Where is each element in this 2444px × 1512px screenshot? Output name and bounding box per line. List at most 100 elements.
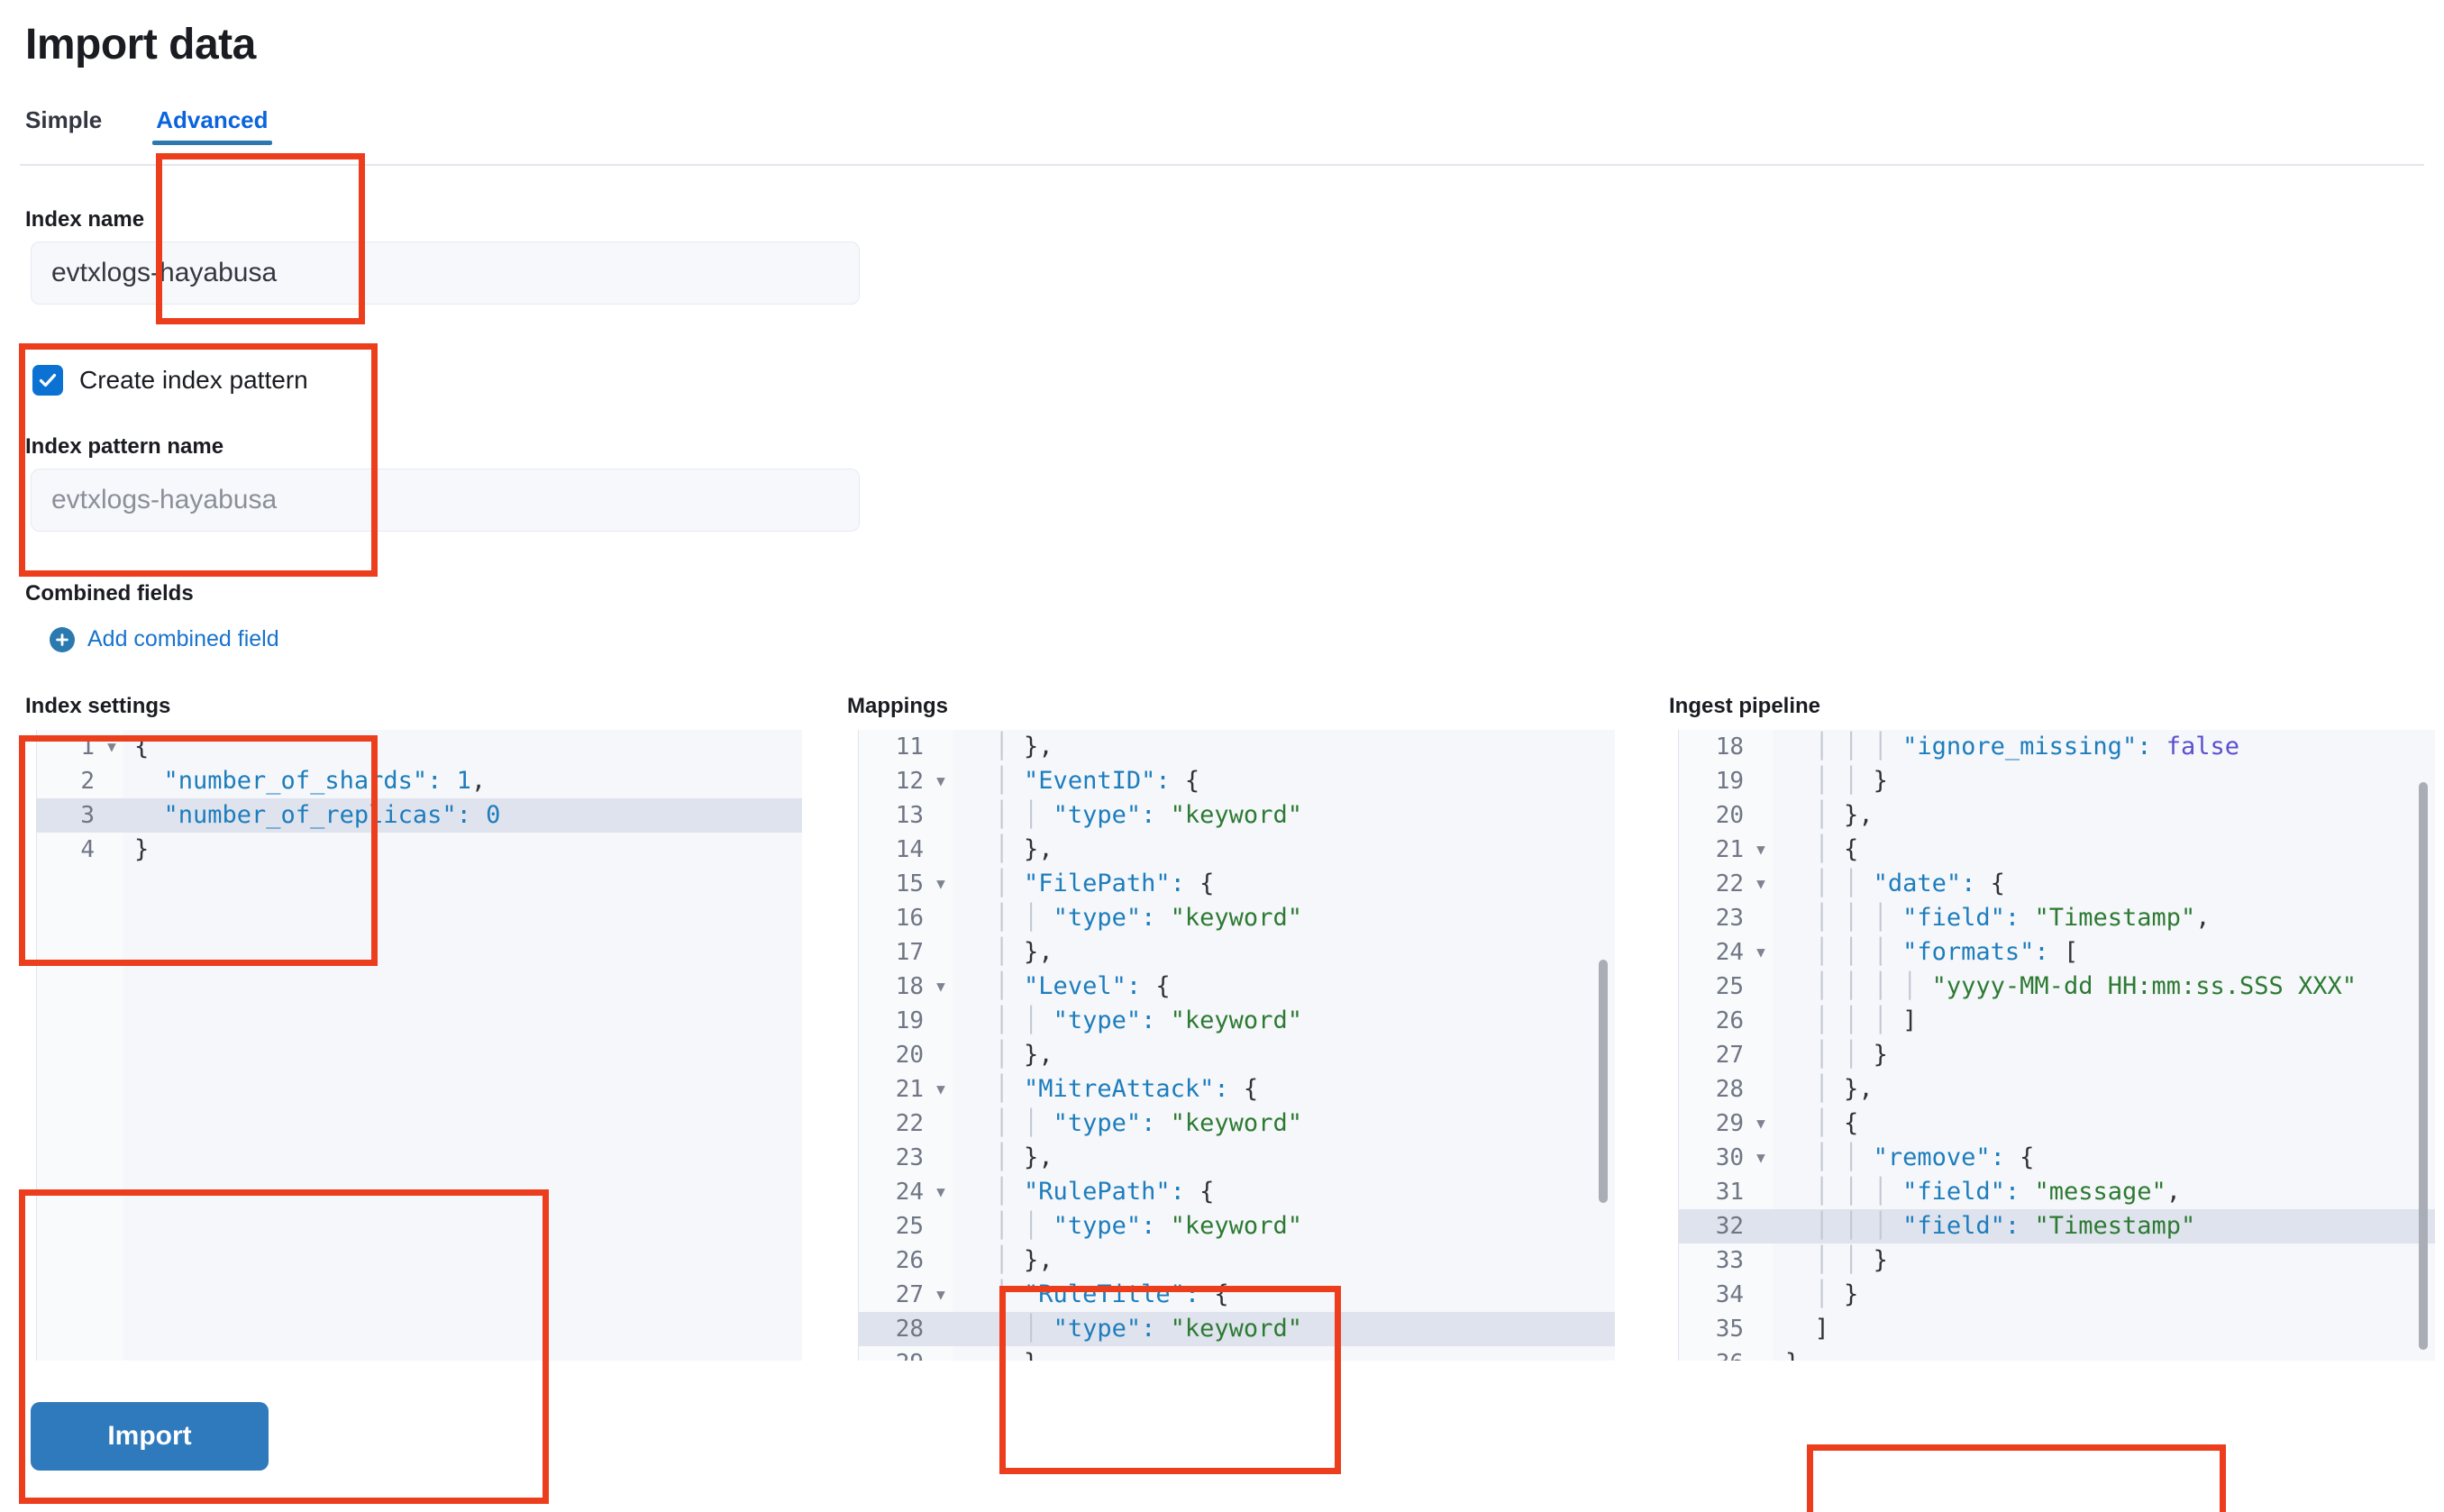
mappings-scrollbar-thumb[interactable] <box>1599 960 1608 1203</box>
fold-arrow-icon[interactable]: ▼ <box>1756 943 1765 961</box>
code-line[interactable]: 2 "number_of_shards": 1, <box>37 764 802 798</box>
code-line[interactable]: 25 │ │ "type": "keyword" <box>859 1209 1615 1243</box>
code-line[interactable]: 27▼ │ "RuleTitle": { <box>859 1278 1615 1312</box>
fold-arrow-icon[interactable]: ▼ <box>936 1080 945 1098</box>
line-number: 34 <box>1715 1281 1744 1308</box>
code-text: │ "RulePath": { <box>994 1178 1215 1206</box>
line-number: 21 <box>895 1076 924 1103</box>
code-line[interactable]: 26 │ }, <box>859 1243 1615 1278</box>
code-text: │ │ "type": "keyword" <box>994 801 1302 829</box>
fold-arrow-icon[interactable]: ▼ <box>1756 875 1765 892</box>
fold-arrow-icon[interactable]: ▼ <box>1756 841 1765 858</box>
code-line[interactable]: 21 ▼ │ { <box>1679 833 2435 867</box>
ingest-scrollbar-thumb[interactable] <box>2419 782 2428 1350</box>
code-line[interactable]: 24▼ │ │ │ "formats": [ <box>1679 935 2435 970</box>
code-line[interactable]: 35 ] <box>1679 1312 2435 1346</box>
code-line[interactable]: 36} <box>1679 1346 2435 1361</box>
code-line[interactable]: 33 │ │ } <box>1679 1243 2435 1278</box>
code-text: │ }, <box>965 1346 1053 1361</box>
mappings-editor[interactable]: 11 │ },12▼ │ "EventID": {13 │ │ "type": … <box>858 730 1615 1361</box>
index-name-input[interactable]: evtxlogs-hayabusa <box>31 241 860 305</box>
import-button[interactable]: Import <box>31 1402 269 1471</box>
code-text: "number_of_replicas": 0 <box>163 801 501 829</box>
create-index-pattern-label: Create index pattern <box>79 366 308 394</box>
line-number: 23 <box>1715 905 1744 932</box>
line-number: 27 <box>1715 1042 1744 1069</box>
checkmark-icon[interactable] <box>32 365 63 396</box>
code-line[interactable]: 1▼{ <box>37 730 802 764</box>
line-number: 28 <box>859 1312 929 1346</box>
code-text: │ { <box>1814 835 1859 863</box>
code-line[interactable]: 15▼ │ "FilePath": { <box>859 867 1615 901</box>
ingest-scrollbar[interactable] <box>2415 730 2431 1361</box>
code-line[interactable]: 20 │ }, <box>859 1038 1615 1072</box>
line-number: 19 <box>1715 768 1744 795</box>
line-number: 1 <box>80 733 95 761</box>
code-lines: 1▼{2 "number_of_shards": 1,3 "number_of_… <box>37 730 802 867</box>
code-line[interactable]: 29 │ }, <box>859 1346 1615 1361</box>
code-line[interactable]: 27 │ │ } <box>1679 1038 2435 1072</box>
combined-fields-label: Combined fields <box>25 581 194 606</box>
code-line[interactable]: 23 │ }, <box>859 1141 1615 1175</box>
code-line[interactable]: 29▼ │ { <box>1679 1107 2435 1141</box>
create-index-pattern-row[interactable]: Create index pattern <box>32 365 308 396</box>
line-number: 20 <box>1715 802 1744 829</box>
index-pattern-name-input[interactable]: evtxlogs-hayabusa <box>31 469 860 532</box>
code-line[interactable]: 28 │ }, <box>1679 1072 2435 1107</box>
fold-arrow-icon[interactable]: ▼ <box>936 1183 945 1200</box>
code-text: │ "Level": { <box>994 972 1171 1000</box>
code-line[interactable]: 26 │ │ │ ] <box>1679 1004 2435 1038</box>
tab-advanced[interactable]: Advanced <box>129 99 295 154</box>
code-line[interactable]: 31 │ │ │ "field": "message", <box>1679 1175 2435 1209</box>
code-line[interactable]: 21▼ │ "MitreAttack": { <box>859 1072 1615 1107</box>
fold-arrow-icon[interactable]: ▼ <box>1756 1115 1765 1132</box>
code-line[interactable]: 22 │ │ "type": "keyword" <box>859 1107 1615 1141</box>
code-text: │ │ │ "formats": [ <box>1814 938 2079 966</box>
fold-arrow-icon[interactable]: ▼ <box>936 978 945 995</box>
line-number: 15 <box>895 870 924 897</box>
code-line[interactable]: 28 │ │ "type": "keyword" <box>859 1312 1615 1346</box>
line-number: 25 <box>1715 973 1744 1000</box>
code-line[interactable]: 17 │ }, <box>859 935 1615 970</box>
mappings-scrollbar[interactable] <box>1595 730 1611 1361</box>
code-line[interactable]: 18 │ │ │ "ignore_missing": false <box>1679 730 2435 764</box>
gutter <box>37 730 123 1361</box>
fold-arrow-icon[interactable]: ▼ <box>936 772 945 789</box>
code-line[interactable]: 25 │ │ │ │ "yyyy-MM-dd HH:mm:ss.SSS XXX" <box>1679 970 2435 1004</box>
code-text: │ }, <box>994 835 1053 863</box>
code-line[interactable]: 13 │ │ "type": "keyword" <box>859 798 1615 833</box>
code-text: │ }, <box>994 938 1053 966</box>
code-line[interactable]: 19 │ │ "type": "keyword" <box>859 1004 1615 1038</box>
code-line[interactable]: 12▼ │ "EventID": { <box>859 764 1615 798</box>
code-line[interactable]: 24 ▼ │ "RulePath": { <box>859 1175 1615 1209</box>
line-number: 21 <box>1715 836 1744 863</box>
code-line[interactable]: 20 │ }, <box>1679 798 2435 833</box>
add-combined-field-link[interactable]: Add combined field <box>50 626 279 652</box>
code-line[interactable]: 23 │ │ │ "field": "Timestamp", <box>1679 901 2435 935</box>
fold-arrow-icon[interactable]: ▼ <box>107 738 116 755</box>
code-text: │ }, <box>1814 801 1874 829</box>
fold-arrow-icon[interactable]: ▼ <box>936 1286 945 1303</box>
tab-simple[interactable]: Simple <box>25 106 103 133</box>
code-text: │ │ │ "field": "Timestamp", <box>1814 904 2211 932</box>
fold-arrow-icon[interactable]: ▼ <box>1756 1149 1765 1166</box>
index-settings-editor[interactable]: 1▼{2 "number_of_shards": 1,3 "number_of_… <box>36 730 802 1361</box>
line-number: 24 <box>895 1179 924 1206</box>
code-line[interactable]: 16 │ │ "type": "keyword" <box>859 901 1615 935</box>
code-line[interactable]: 19 │ │ } <box>1679 764 2435 798</box>
line-number: 31 <box>1715 1179 1744 1206</box>
line-number: 32 <box>1679 1209 1749 1243</box>
code-line[interactable]: 34 │ } <box>1679 1278 2435 1312</box>
code-line[interactable]: 4} <box>37 833 802 867</box>
code-line[interactable]: 22▼ │ │ "date": { <box>1679 867 2435 901</box>
code-text: │ │ │ "field": "message", <box>1814 1178 2182 1206</box>
code-line[interactable]: 18▼ │ "Level": { <box>859 970 1615 1004</box>
code-line[interactable]: 32 │ │ │ "field": "Timestamp" <box>1679 1209 2435 1243</box>
code-line[interactable]: 30▼ │ │ "remove": { <box>1679 1141 2435 1175</box>
code-line[interactable]: 11 │ }, <box>859 730 1615 764</box>
fold-arrow-icon[interactable]: ▼ <box>936 875 945 892</box>
code-line[interactable]: 3 "number_of_replicas": 0 <box>37 798 802 833</box>
code-line[interactable]: 14 │ }, <box>859 833 1615 867</box>
